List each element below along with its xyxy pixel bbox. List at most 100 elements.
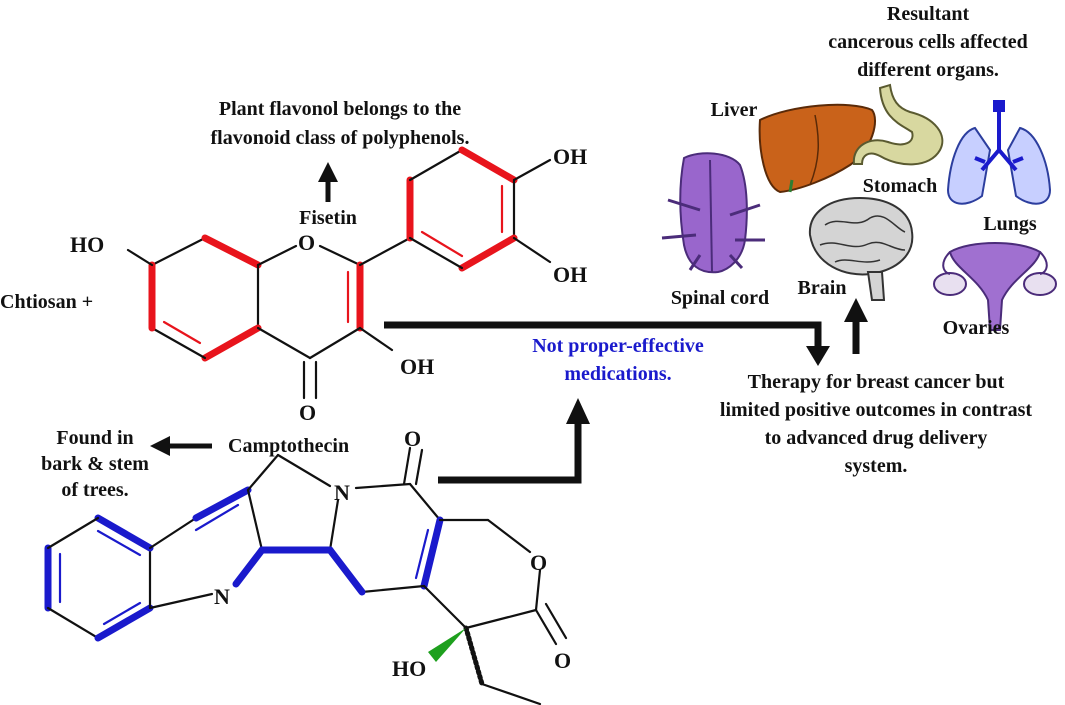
connector-line bbox=[384, 321, 822, 348]
bond bbox=[308, 326, 362, 360]
bond bbox=[148, 516, 198, 550]
bond-red bbox=[201, 234, 262, 269]
organ-label-liver: Liver bbox=[711, 99, 758, 121]
found-line2: bark & stem bbox=[41, 453, 149, 475]
bond-inner bbox=[102, 601, 142, 626]
liver-icon bbox=[758, 103, 876, 194]
atom-n: N bbox=[214, 584, 230, 609]
atom-o: O bbox=[530, 550, 547, 575]
organ-label-ovaries: Ovaries bbox=[943, 317, 1010, 339]
bond bbox=[256, 244, 298, 267]
bond bbox=[150, 236, 207, 267]
found-line1: Found in bbox=[56, 427, 133, 449]
atom-o: O bbox=[298, 230, 315, 255]
ovaries-icon bbox=[933, 242, 1057, 331]
bond bbox=[408, 148, 464, 182]
bond-blue bbox=[192, 486, 252, 522]
flavonol-note-line1: Plant flavonol belongs to the bbox=[219, 98, 461, 120]
bond bbox=[408, 236, 464, 270]
bond bbox=[464, 608, 538, 630]
bond-inner bbox=[194, 503, 240, 532]
atom-o: O bbox=[404, 426, 421, 451]
flavonol-note-line2: flavonoid class of polyphenols. bbox=[211, 127, 470, 149]
bond bbox=[46, 516, 100, 550]
bond bbox=[354, 482, 412, 490]
therapy-line1: Therapy for breast cancer but bbox=[748, 371, 1005, 393]
bond bbox=[534, 608, 558, 646]
bond bbox=[534, 568, 542, 612]
bond bbox=[414, 448, 424, 486]
bond bbox=[512, 158, 552, 182]
bond-inner bbox=[414, 528, 430, 580]
bond bbox=[486, 518, 532, 554]
bond bbox=[126, 248, 154, 267]
atom-oh: OH bbox=[553, 262, 587, 287]
atom-o: O bbox=[554, 648, 571, 673]
resultant-line3: different organs. bbox=[857, 59, 999, 81]
atom-n: N bbox=[334, 480, 350, 505]
therapy-line2: limited positive outcomes in contrast bbox=[720, 399, 1033, 421]
camptothecin-label: Camptothecin bbox=[228, 435, 349, 457]
bond-blue bbox=[420, 516, 444, 590]
bond-blue bbox=[326, 546, 366, 596]
bond-hashed bbox=[463, 625, 485, 687]
bond-red bbox=[458, 146, 518, 184]
connector-line bbox=[438, 420, 582, 484]
fisetin-structure bbox=[126, 146, 552, 400]
bond bbox=[46, 606, 100, 640]
bond-inner bbox=[162, 320, 202, 345]
bond-red bbox=[458, 234, 518, 272]
bond bbox=[480, 682, 542, 705]
atom-oh: OH bbox=[553, 144, 587, 169]
bond bbox=[276, 453, 332, 488]
bond bbox=[358, 326, 394, 352]
bond bbox=[422, 584, 468, 630]
bond bbox=[544, 602, 568, 640]
lungs-icon bbox=[946, 100, 1052, 205]
bond bbox=[358, 236, 412, 267]
bond bbox=[246, 488, 264, 552]
arrow-down-icon bbox=[806, 346, 830, 366]
bond-red bbox=[201, 324, 262, 362]
bond-wedge bbox=[428, 628, 466, 662]
arrow-up-icon bbox=[566, 398, 590, 424]
therapy-line4: system. bbox=[845, 455, 908, 477]
bond bbox=[246, 453, 280, 492]
atom-ho: HO bbox=[70, 232, 104, 257]
brain-icon bbox=[808, 196, 914, 301]
resultant-line1: Resultant bbox=[887, 3, 970, 25]
bond bbox=[512, 236, 552, 264]
atom-ho: HO bbox=[392, 656, 426, 681]
atom-o: O bbox=[299, 400, 316, 425]
resultant-line2: cancerous cells affected bbox=[828, 31, 1028, 53]
spinal-cord-icon bbox=[661, 152, 765, 274]
atom-oh: OH bbox=[400, 354, 434, 379]
arrow-up-icon bbox=[844, 298, 868, 322]
found-line3: of trees. bbox=[61, 479, 128, 501]
therapy-line3: to advanced drug delivery bbox=[765, 427, 988, 449]
bond bbox=[402, 446, 412, 486]
bond-inner bbox=[96, 529, 142, 557]
bond-blue bbox=[232, 546, 266, 588]
organ-label-spinal-cord: Spinal cord bbox=[671, 287, 769, 309]
bond bbox=[318, 244, 362, 267]
organ-label-brain: Brain bbox=[798, 277, 847, 299]
bond bbox=[148, 592, 214, 610]
organ-label-lungs: Lungs bbox=[983, 213, 1037, 235]
bond-blue bbox=[94, 604, 154, 642]
stomach-icon bbox=[852, 83, 944, 166]
bond-inner bbox=[420, 230, 464, 258]
camptothecin-structure bbox=[44, 446, 568, 705]
bond bbox=[360, 584, 426, 594]
fisetin-label: Fisetin bbox=[299, 207, 357, 229]
bond bbox=[408, 482, 442, 522]
bond bbox=[328, 498, 340, 552]
bond bbox=[150, 326, 207, 360]
not-proper-line1: Not proper-effective bbox=[532, 335, 704, 357]
bond bbox=[256, 326, 312, 360]
not-proper-line2: medications. bbox=[564, 363, 671, 385]
bond-blue bbox=[94, 514, 154, 552]
chitosan-label: Chtiosan + bbox=[0, 291, 93, 313]
